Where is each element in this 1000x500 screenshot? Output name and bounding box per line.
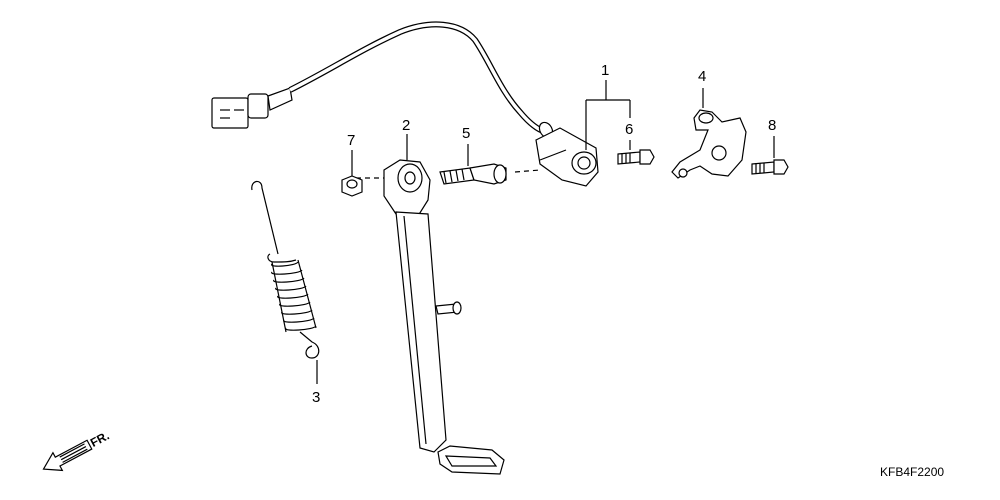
spring-coils: [271, 259, 317, 333]
wire-connector: [211, 87, 293, 129]
callout-number-6: 6: [625, 121, 633, 138]
spring-3: [251, 180, 320, 384]
callout-number-8: 8: [768, 117, 776, 134]
pivot-bolt-5: [356, 144, 507, 185]
callout-number-3: 3: [312, 389, 320, 406]
nut-7: [341, 150, 363, 197]
side-stand-2: [383, 134, 505, 475]
side-stand-switch-assembly: [211, 21, 599, 187]
front-direction-arrow: FR.: [42, 428, 112, 472]
callout-number-2: 2: [402, 117, 410, 134]
diagram-code: KFB4F2200: [880, 465, 944, 479]
callout-number-5: 5: [462, 125, 470, 142]
callout-number-7: 7: [347, 132, 355, 149]
switch-protector-4: [671, 88, 747, 179]
wire-harness: [288, 21, 547, 135]
bolt-6: [617, 140, 655, 165]
direction-label: FR.: [88, 428, 112, 449]
callout-number-1: 1: [601, 62, 609, 79]
callout-1: [585, 80, 631, 150]
callout-number-4: 4: [698, 68, 706, 85]
bolt-8: [751, 136, 789, 175]
